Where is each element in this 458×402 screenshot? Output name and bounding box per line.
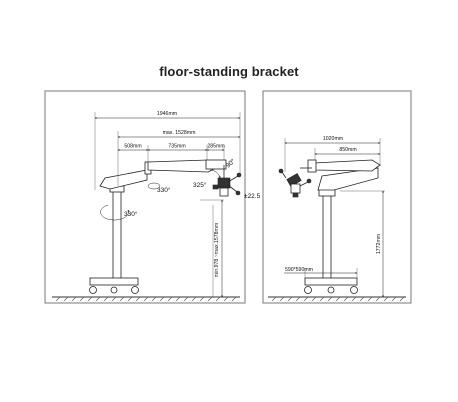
angle-inclination: ±22.5 <box>244 193 261 200</box>
right-base <box>304 277 358 286</box>
left-view-frame <box>44 90 246 304</box>
dim-base-size: 590*590mm <box>285 267 313 273</box>
right-arm <box>278 159 381 198</box>
right-dimensions <box>284 138 385 298</box>
right-ground <box>268 296 406 302</box>
left-arm <box>99 159 242 197</box>
dim-right-height: 1772mm <box>376 234 382 254</box>
column-rotation-arc <box>100 204 130 221</box>
angle-arm-rotation: 330° <box>157 186 171 194</box>
left-microscope-head <box>212 172 242 197</box>
left-arm-segment-1 <box>99 169 148 190</box>
right-wheel <box>304 286 312 294</box>
left-ground <box>52 296 240 302</box>
left-view-panel: 1946mm max. 1528mm 508mm 735mm 285mm 330… <box>44 90 261 304</box>
left-base <box>89 277 139 286</box>
right-column <box>322 194 332 281</box>
angle-column-rotation: 330° <box>124 210 138 218</box>
arm-rotation-ellipse <box>147 182 161 190</box>
left-stand <box>89 185 139 294</box>
dim-height-range: min.978 ~max.1578mm <box>214 223 220 277</box>
left-dimensions <box>94 112 241 298</box>
right-arm-segment-1 <box>317 167 379 191</box>
dim-segment-735: 735mm <box>168 144 185 150</box>
right-stand <box>304 187 358 294</box>
dim-max-reach: max. 1528mm <box>163 130 196 136</box>
dim-right-1020: 1020mm <box>323 136 343 142</box>
right-arm-segment-2 <box>313 159 381 172</box>
angle-head-rotation: 325° <box>193 181 207 189</box>
dim-segment-508: 508mm <box>124 144 141 150</box>
dim-right-850: 850mm <box>339 147 356 153</box>
right-wheel <box>350 286 358 294</box>
page-title: floor-standing bracket <box>159 64 299 79</box>
dim-segment-285: 285mm <box>207 144 224 150</box>
left-column <box>112 189 122 281</box>
right-view-frame <box>262 90 412 304</box>
right-view-panel: 1020mm 850mm 590*590mm 1772mm <box>262 90 412 304</box>
left-wheel <box>131 286 139 294</box>
right-microscope-head <box>278 168 312 198</box>
dim-total-width: 1946mm <box>157 111 177 117</box>
left-wheel <box>89 286 97 294</box>
